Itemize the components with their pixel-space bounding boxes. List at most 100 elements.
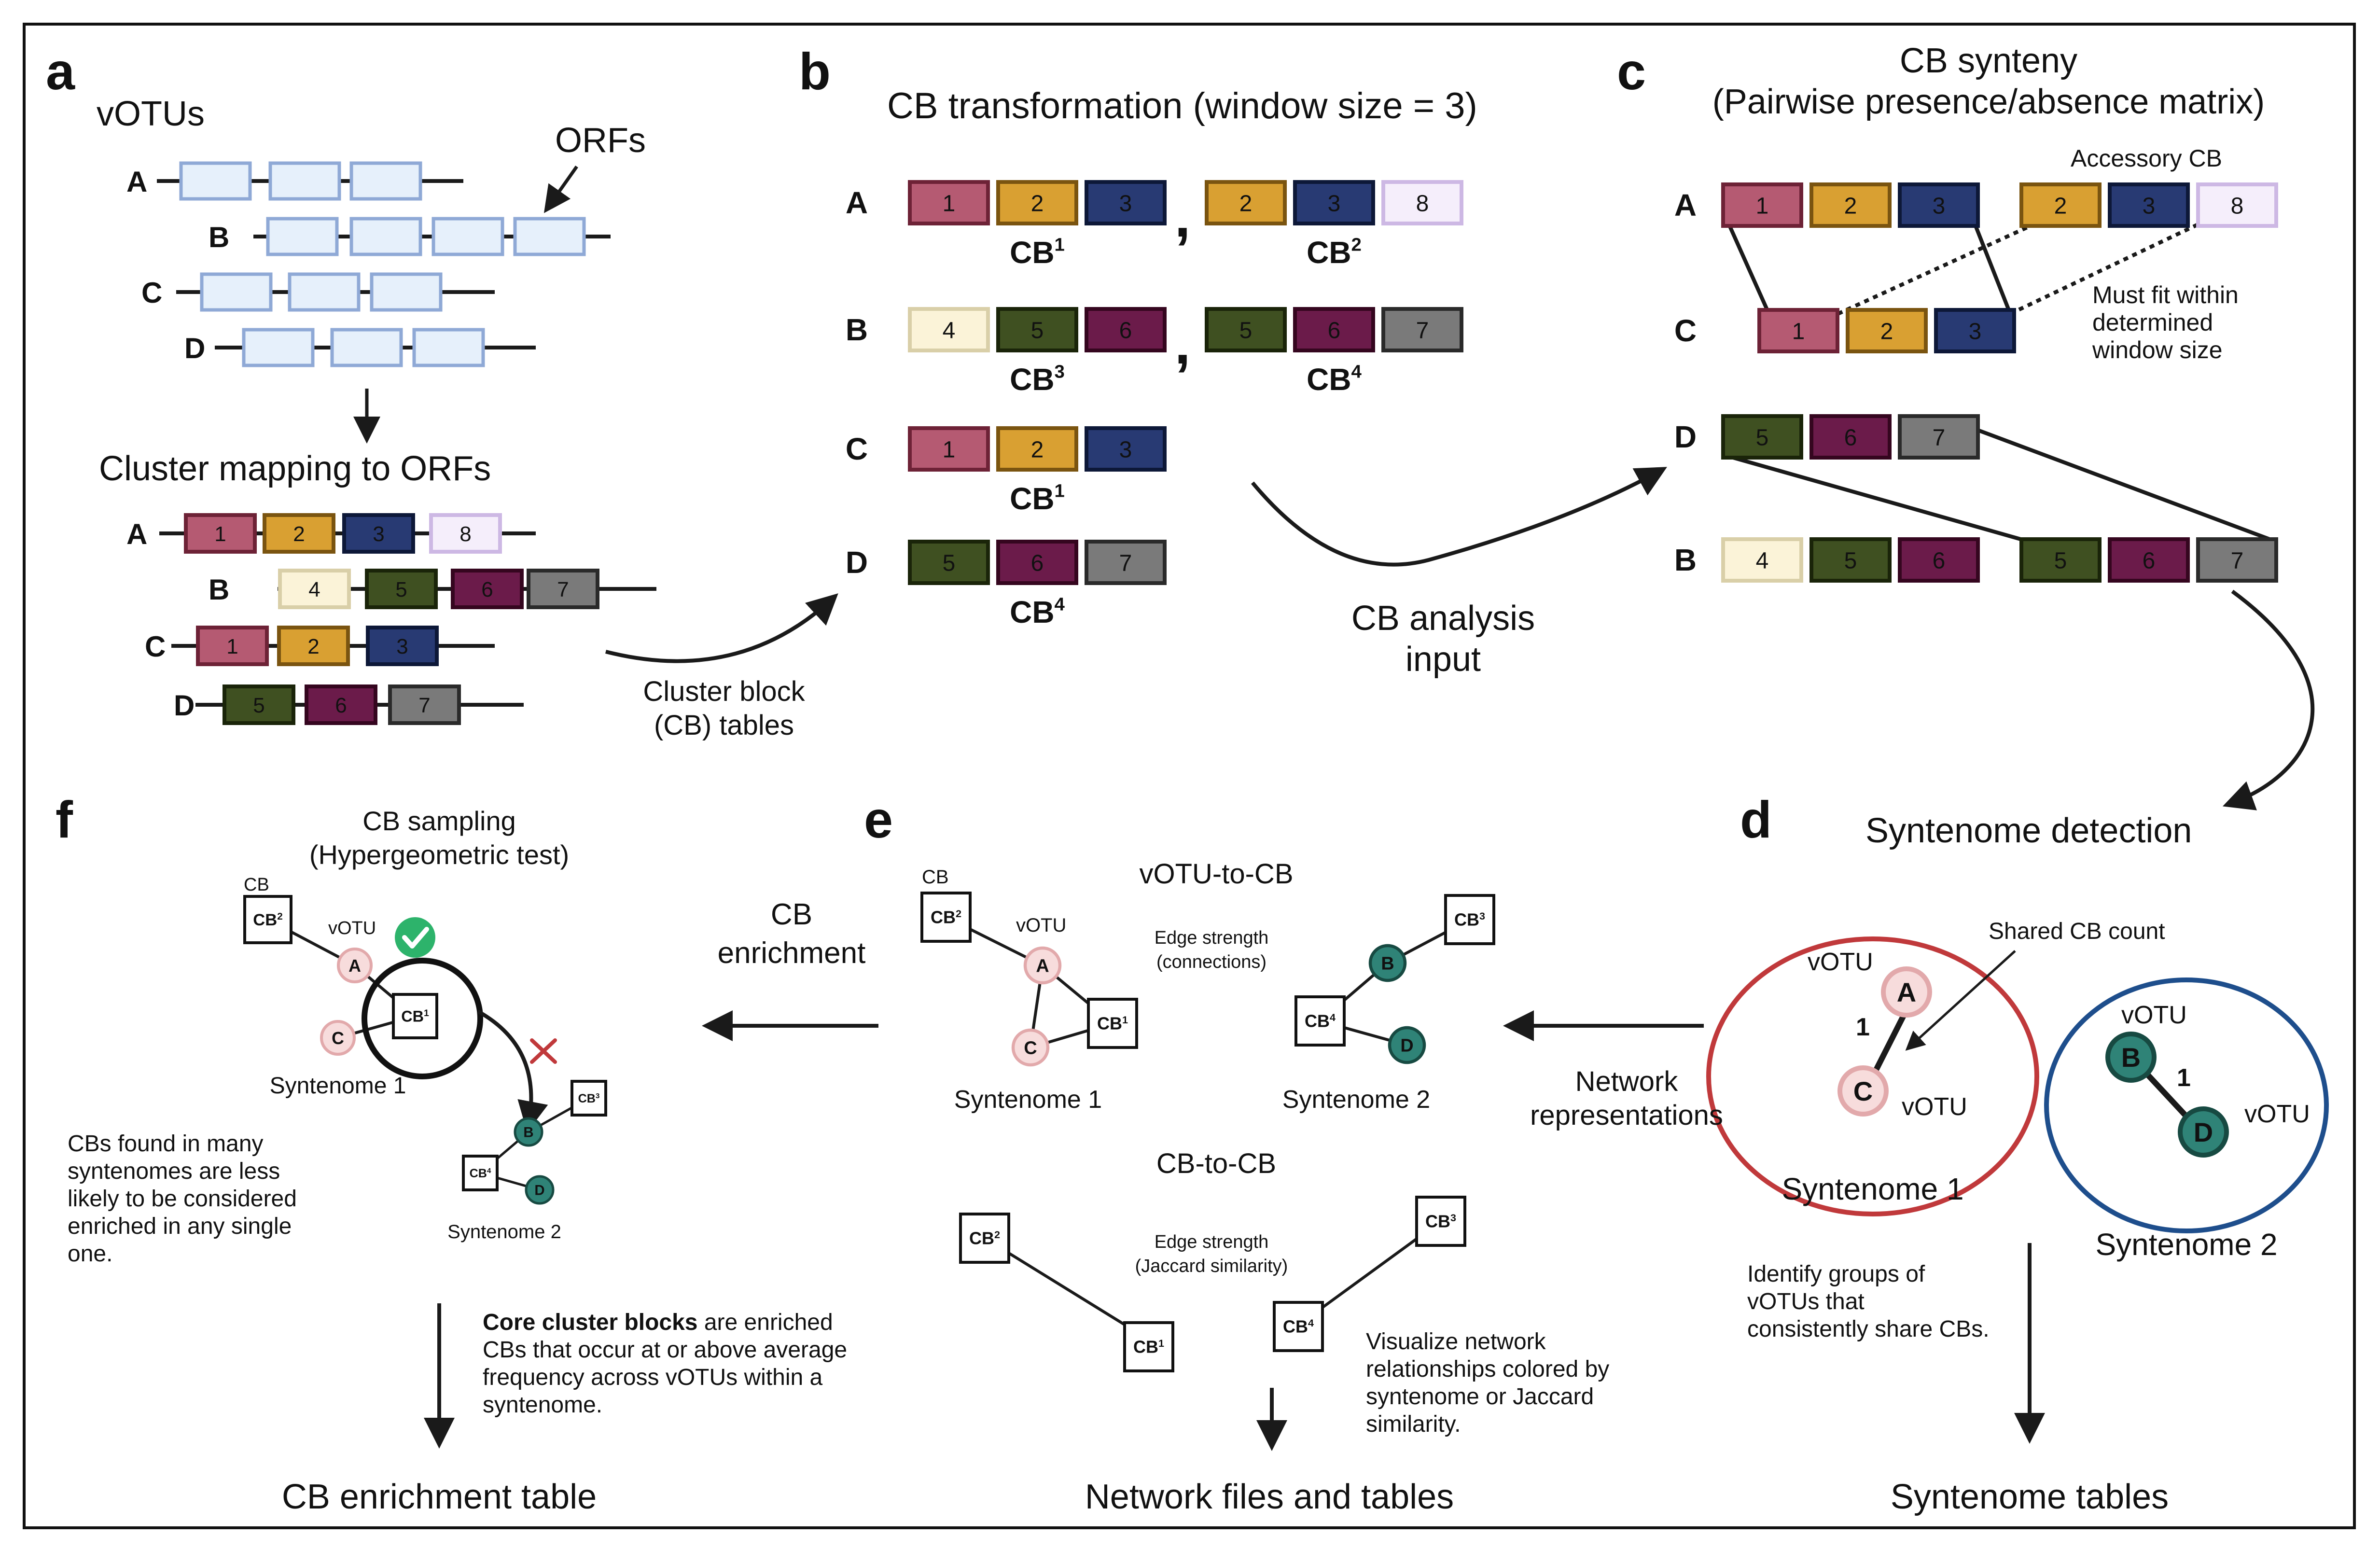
accessory-cb-label: Accessory CB <box>2071 145 2222 172</box>
synteny-block <box>2019 182 2102 228</box>
mapped-block-label: 6 <box>335 694 347 717</box>
e-syntenome-2-label: Syntenome 2 <box>1282 1086 1430 1114</box>
orf-box <box>179 161 252 201</box>
cb-small-label-e: CB <box>922 866 949 888</box>
cbt-comma: , <box>1174 184 1190 249</box>
mapped-block-label: 8 <box>459 522 471 546</box>
synteny-solid-line <box>1972 221 2012 315</box>
f-left-desc-5: one. <box>68 1241 112 1267</box>
mapped-block-label: 2 <box>293 522 305 546</box>
synteny-block-label: 6 <box>1933 548 1946 573</box>
cbt-block-label: 4 <box>943 318 956 343</box>
node-D <box>2178 1106 2229 1158</box>
cb-sampling-title-1: CB sampling <box>362 806 515 836</box>
syntenome-desc-1: Identify groups of <box>1747 1261 1925 1287</box>
syntenome-detection-arrow <box>2222 589 2315 810</box>
f-node-D-label: D <box>534 1183 544 1199</box>
e-cb4-box-label: CB4 <box>1305 1011 1336 1031</box>
e-cbcb-4-label: CB4 <box>1283 1317 1314 1337</box>
votu-label-c: vOTU <box>1902 1093 1967 1121</box>
mapped-block-label: 2 <box>307 635 319 658</box>
syntenome-1-name: Syntenome 1 <box>1782 1172 1963 1206</box>
synteny-block <box>1721 414 1803 460</box>
edge-strength-jaccard-2: (Jaccard similarity) <box>1135 1256 1288 1276</box>
f-cb4-box <box>462 1155 499 1191</box>
e-cbcb-1-label: CB1 <box>1133 1337 1164 1357</box>
f-cb1-box <box>392 993 438 1039</box>
orf-row-label-D: D <box>184 332 205 364</box>
core-desc-1: Core cluster blocks are enriched <box>483 1310 833 1335</box>
synteny-block-label: 6 <box>2143 548 2156 573</box>
cbt-block-label: 3 <box>1119 191 1132 216</box>
cbt-block <box>1381 307 1463 352</box>
synteny-row-label-A: A <box>1674 188 1697 223</box>
mapped-block-label: 5 <box>253 694 264 717</box>
core-desc-bold: Core cluster blocks <box>483 1310 698 1335</box>
f-cb2-box <box>243 895 292 944</box>
synteny-block <box>1721 182 1803 228</box>
mapped-row-label-C: C <box>145 630 166 663</box>
panel-d: d Syntenome detection 1 A C vOTU vOTU Sh… <box>1706 790 2329 1516</box>
mapped-block <box>451 569 524 609</box>
e-cbcb-3-label: CB3 <box>1425 1212 1456 1231</box>
cbt-block <box>1085 307 1167 352</box>
synteny-row-label-C: C <box>1674 313 1697 348</box>
synteny-block-label: 5 <box>2054 548 2067 573</box>
f-node-B <box>514 1117 543 1147</box>
syntenome-2-name: Syntenome 2 <box>2095 1227 2277 1262</box>
network-desc-1: Visualize network <box>1366 1329 1546 1355</box>
figure-border <box>23 23 2356 1529</box>
mapped-block <box>305 684 377 725</box>
synteny-block <box>1898 537 1980 583</box>
mapped-block-label: 6 <box>481 578 493 601</box>
cb-small-label-f: CB <box>244 875 269 895</box>
node-B <box>2105 1032 2157 1083</box>
shared-cb-pointer <box>1905 950 2016 1051</box>
synteny-solid-line <box>1726 221 1771 315</box>
mapped-block-label: 7 <box>418 694 430 717</box>
cbt-block-label: 5 <box>1031 318 1044 343</box>
mapped-row-label-D: D <box>174 689 195 722</box>
synteny-dotted-line <box>1837 221 2038 316</box>
synteny-block <box>1757 308 1839 353</box>
orf-box <box>268 161 341 201</box>
orf-box <box>370 272 443 312</box>
cbt-block-label: 2 <box>1031 437 1044 462</box>
cbt-block-label: 7 <box>1119 550 1132 576</box>
orf-row-label-B: B <box>209 221 229 253</box>
network-desc-2: relationships colored by <box>1366 1356 1609 1382</box>
cbt-block <box>1293 180 1375 225</box>
synteny-solid-line <box>1727 454 2023 542</box>
f-node-A-label: A <box>348 956 361 976</box>
mapped-block <box>527 569 599 609</box>
cb-tables-arrow <box>605 593 838 663</box>
cbt-row-label-A: A <box>846 185 868 220</box>
edge-strength-connections-1: Edge strength <box>1155 928 1269 948</box>
cb-enrichment-caption-1: CB <box>771 898 812 931</box>
cross-icon <box>530 1038 557 1064</box>
cb-enrichment-table-output: CB enrichment table <box>282 1478 597 1516</box>
cbt-block-label: 7 <box>1416 318 1429 343</box>
network-desc-3: syntenome or Jaccard <box>1366 1384 1594 1410</box>
mapped-block-label: 3 <box>373 522 384 546</box>
f-node-B-label: B <box>523 1125 533 1141</box>
e-cbcb-4 <box>1273 1301 1324 1352</box>
e-cb4-box <box>1294 995 1346 1047</box>
panel-f: f CB sampling (Hypergeometric test) CB e… <box>56 790 878 1516</box>
network-files-output: Network files and tables <box>1085 1478 1454 1516</box>
e-cbcb-2 <box>959 1213 1010 1264</box>
network-caption-2: representations <box>1530 1100 1723 1131</box>
cbt-block <box>996 307 1078 352</box>
edge-strength-connections-2: (connections) <box>1156 952 1267 972</box>
mapped-block <box>277 626 350 666</box>
cbt-block <box>1085 540 1167 585</box>
syntenome-tables-output: Syntenome tables <box>1891 1478 2169 1516</box>
f-cb4-box-label: CB4 <box>470 1167 491 1180</box>
cb-transformation-title: CB transformation (window size = 3) <box>887 85 1477 126</box>
f-sampling-circle <box>362 958 483 1079</box>
cbt-block-label: 5 <box>1239 318 1253 343</box>
cbt-cb-label: CB3 <box>1010 361 1065 397</box>
